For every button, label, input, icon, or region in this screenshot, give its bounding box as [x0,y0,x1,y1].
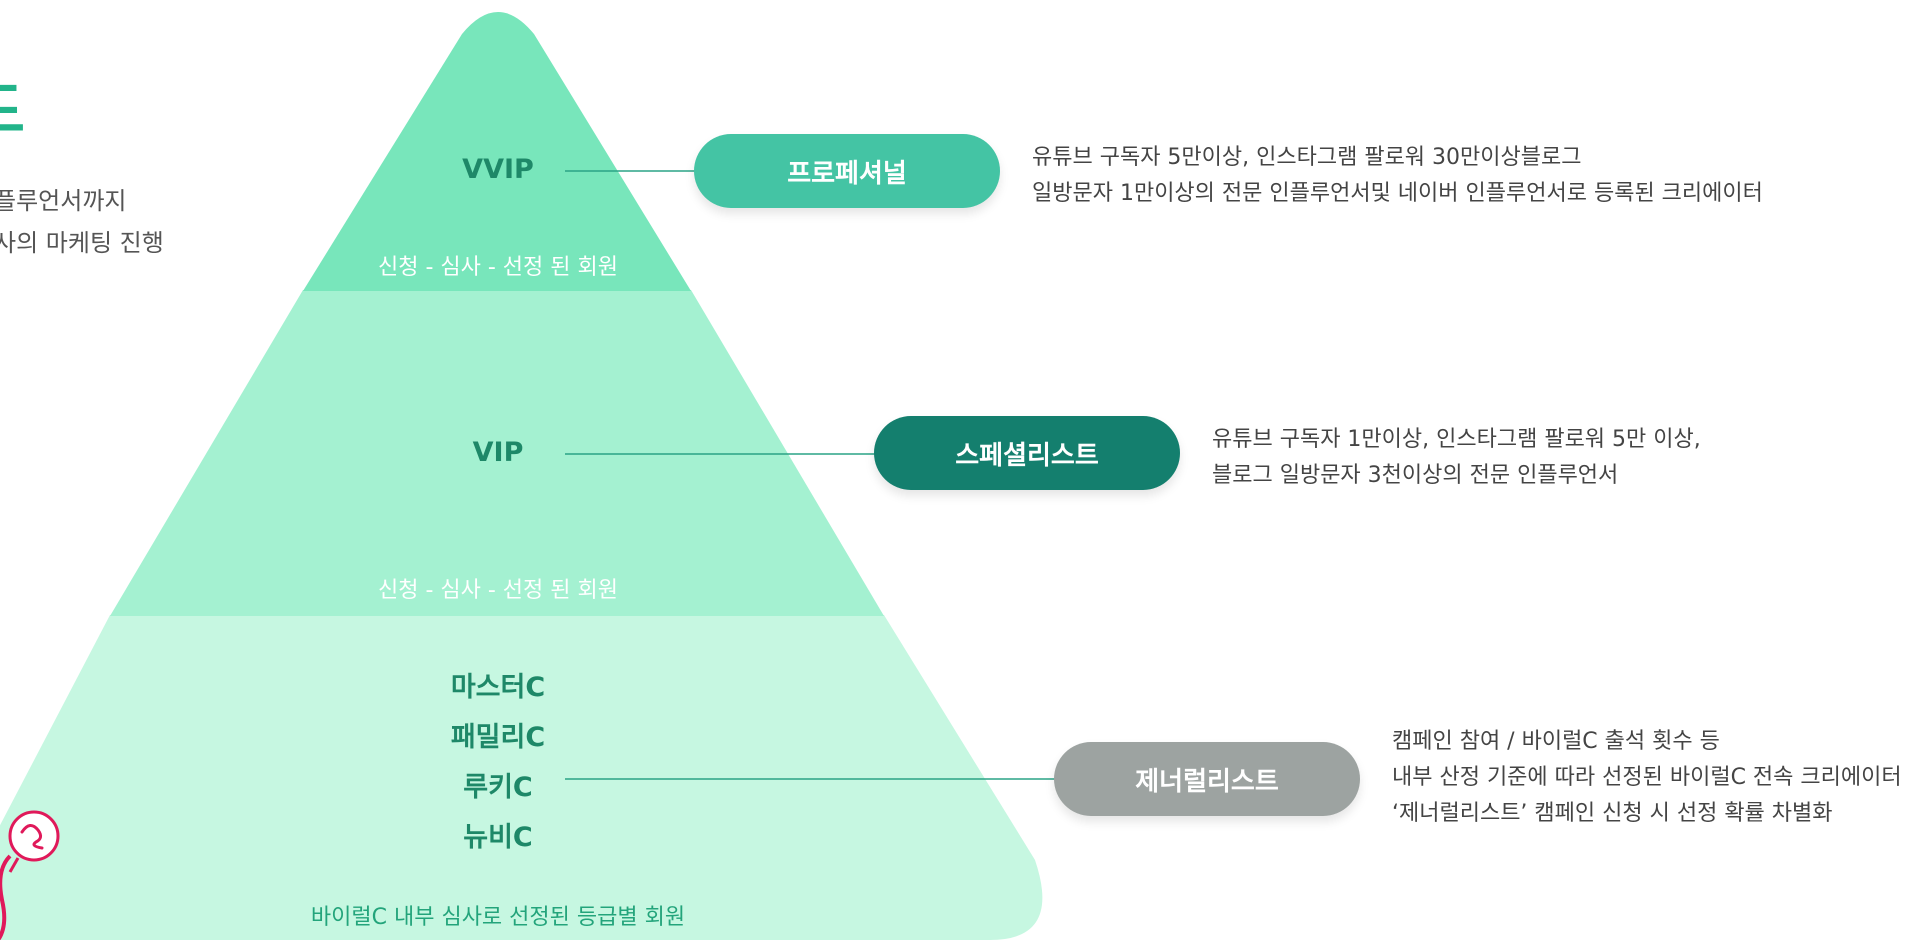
grade-pill-generalist: 제너럴리스트 [1054,742,1360,816]
grade-newbie: 뉴비C [463,822,533,853]
tier-name-vip: VIP [472,437,524,468]
tier-name-vvip: VVIP [462,154,534,185]
desc-line: 유튜브 구독자 1만이상, 인스타그램 팔로워 5만 이상, [1212,427,1701,452]
desc-line: 블로그 일방문자 3천이상의 전문 인플루언서 [1212,463,1619,488]
desc-line: ‘제너럴리스트’ 캠페인 신청 시 선정 확률 차별화 [1392,801,1833,826]
pyramid-tier-general [0,615,1043,940]
intro-line: 사의 마케팅 진행 [0,229,164,257]
tier-caption-vvip: 신청 - 심사 - 선정 된 회원 [378,255,618,280]
tier-caption-general: 바이럴C 내부 심사로 선정된 등급별 회원 [310,905,686,930]
grade-pill-specialist: 스페셜리스트 [874,416,1180,490]
intro-line: 플루언서까지 [0,187,127,215]
grade-desc-generalist: 캠페인 참여 / 바이럴C 출석 횟수 등 내부 산정 기준에 따라 선정된 바… [1392,724,1902,832]
mascot-icon [0,810,60,940]
intro-heading: 드 [0,80,25,142]
grade-pill-professional: 프로페셔널 [694,134,1000,208]
grade-master: 마스터C [450,672,546,703]
desc-line: 일방문자 1만이상의 전문 인플루언서및 네이버 인플루언서로 등록된 크리에이… [1032,181,1763,206]
grade-family: 패밀리C [450,722,546,753]
tier-names-general: 마스터C 패밀리C 루키C 뉴비C [348,666,648,866]
grade-desc-specialist: 유튜브 구독자 1만이상, 인스타그램 팔로워 5만 이상, 블로그 일방문자 … [1212,422,1701,494]
tier-caption-vip: 신청 - 심사 - 선정 된 회원 [378,578,618,603]
intro-text: 플루언서까지 사의 마케팅 진행 [0,180,164,264]
grade-desc-professional: 유튜브 구독자 5만이상, 인스타그램 팔로워 30만이상블로그 일방문자 1만… [1032,140,1763,212]
desc-line: 내부 산정 기준에 따라 선정된 바이럴C 전속 크리에이터 [1392,765,1902,790]
pyramid-tier-vip [110,290,884,616]
desc-line: 유튜브 구독자 5만이상, 인스타그램 팔로워 30만이상블로그 [1032,145,1582,170]
desc-line: 캠페인 참여 / 바이럴C 출석 횟수 등 [1392,729,1720,754]
pyramid-tier-vvip [303,12,691,291]
grade-rookie: 루키C [463,772,533,803]
